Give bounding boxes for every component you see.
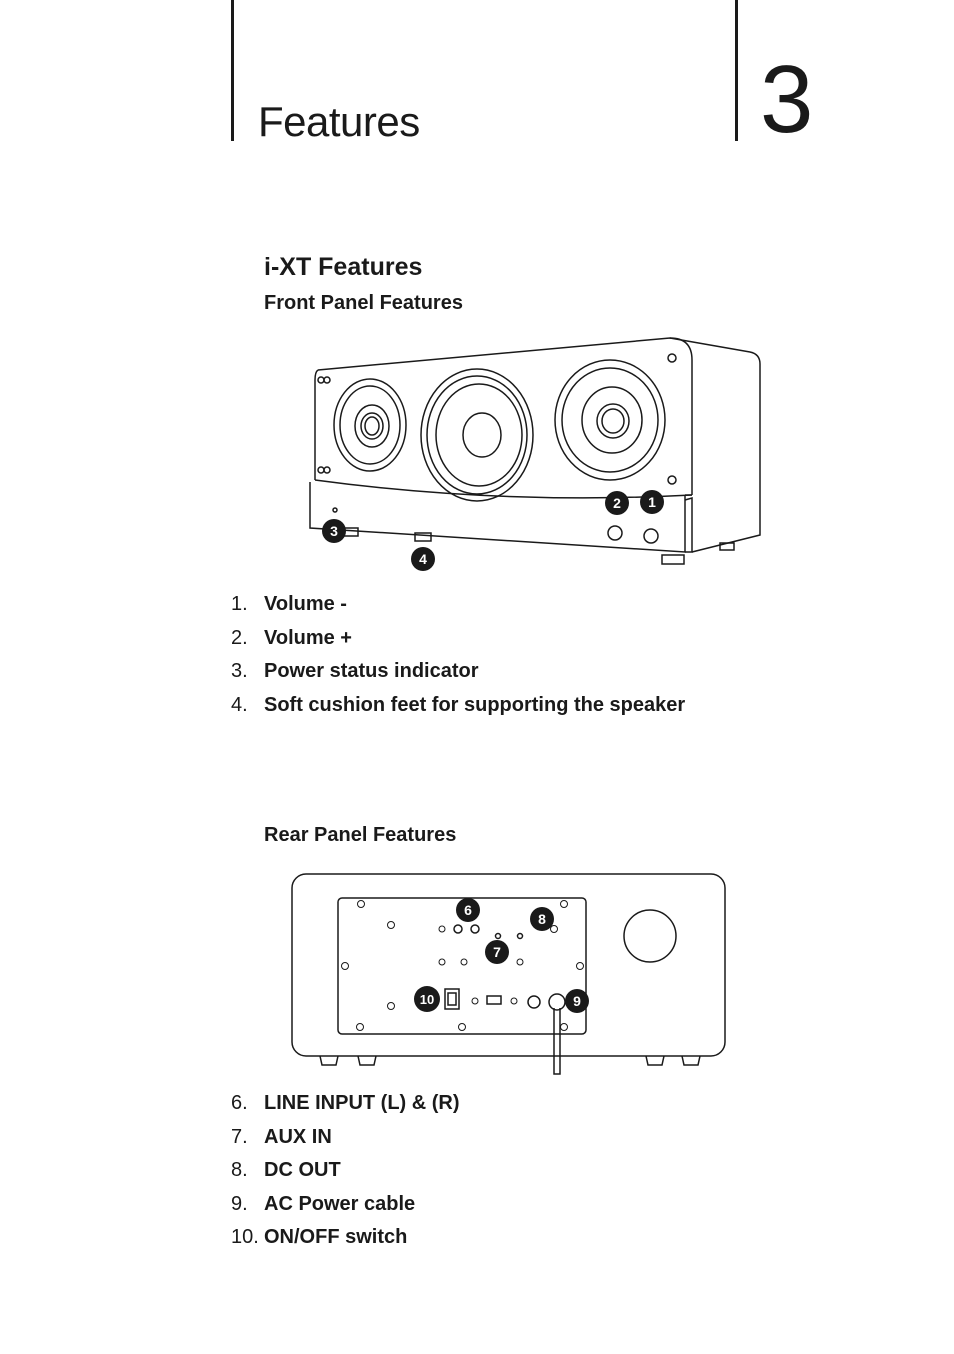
front-callout-4: 4 bbox=[411, 547, 435, 571]
rear-feature-list: 6.LINE INPUT (L) & (R) 7.AUX IN 8.DC OUT… bbox=[231, 1092, 460, 1260]
rear-callout-8: 8 bbox=[530, 907, 554, 931]
list-item: 10.ON/OFF switch bbox=[231, 1226, 408, 1248]
svg-text:2: 2 bbox=[613, 495, 621, 511]
rear-panel-heading: Rear Panel Features bbox=[264, 824, 457, 846]
rear-callout-7: 7 bbox=[485, 940, 509, 964]
svg-text:6: 6 bbox=[464, 902, 472, 918]
header-rule-left bbox=[231, 0, 234, 141]
section-title: i-XT Features bbox=[264, 253, 423, 281]
rear-callout-6: 6 bbox=[456, 898, 480, 922]
front-panel-heading: Front Panel Features bbox=[264, 292, 463, 314]
rear-panel-illustration: 6 7 8 9 10 bbox=[291, 873, 726, 1075]
svg-text:10: 10 bbox=[420, 992, 434, 1007]
list-item: 4.Soft cushion feet for supporting the s… bbox=[231, 693, 686, 716]
chapter-title: Features bbox=[258, 98, 420, 145]
header-rule-right bbox=[735, 0, 738, 141]
front-callout-2: 2 bbox=[605, 491, 629, 515]
list-item: 9.AC Power cable bbox=[231, 1192, 416, 1215]
list-item: 1.Volume - bbox=[231, 593, 347, 615]
svg-text:8: 8 bbox=[538, 911, 546, 927]
front-feature-list: 1.Volume - 2.Volume + 3.Power status ind… bbox=[231, 593, 685, 727]
svg-text:9: 9 bbox=[573, 993, 581, 1009]
list-item: 7.AUX IN bbox=[231, 1125, 332, 1148]
list-item: 8.DC OUT bbox=[231, 1159, 341, 1181]
list-item: 3.Power status indicator bbox=[231, 660, 479, 682]
rear-callout-9: 9 bbox=[565, 989, 589, 1013]
list-item: 6.LINE INPUT (L) & (R) bbox=[231, 1092, 460, 1114]
chapter-number: 3 bbox=[760, 46, 814, 153]
svg-text:3: 3 bbox=[330, 523, 338, 539]
front-panel-illustration: 1 2 3 4 bbox=[309, 337, 761, 571]
rear-callout-10: 10 bbox=[414, 986, 440, 1012]
list-item: 2.Volume + bbox=[231, 626, 352, 649]
svg-text:1: 1 bbox=[648, 494, 656, 510]
front-callout-1: 1 bbox=[640, 490, 664, 514]
svg-text:7: 7 bbox=[493, 944, 501, 960]
svg-text:4: 4 bbox=[419, 551, 427, 567]
front-callout-3: 3 bbox=[322, 519, 346, 543]
